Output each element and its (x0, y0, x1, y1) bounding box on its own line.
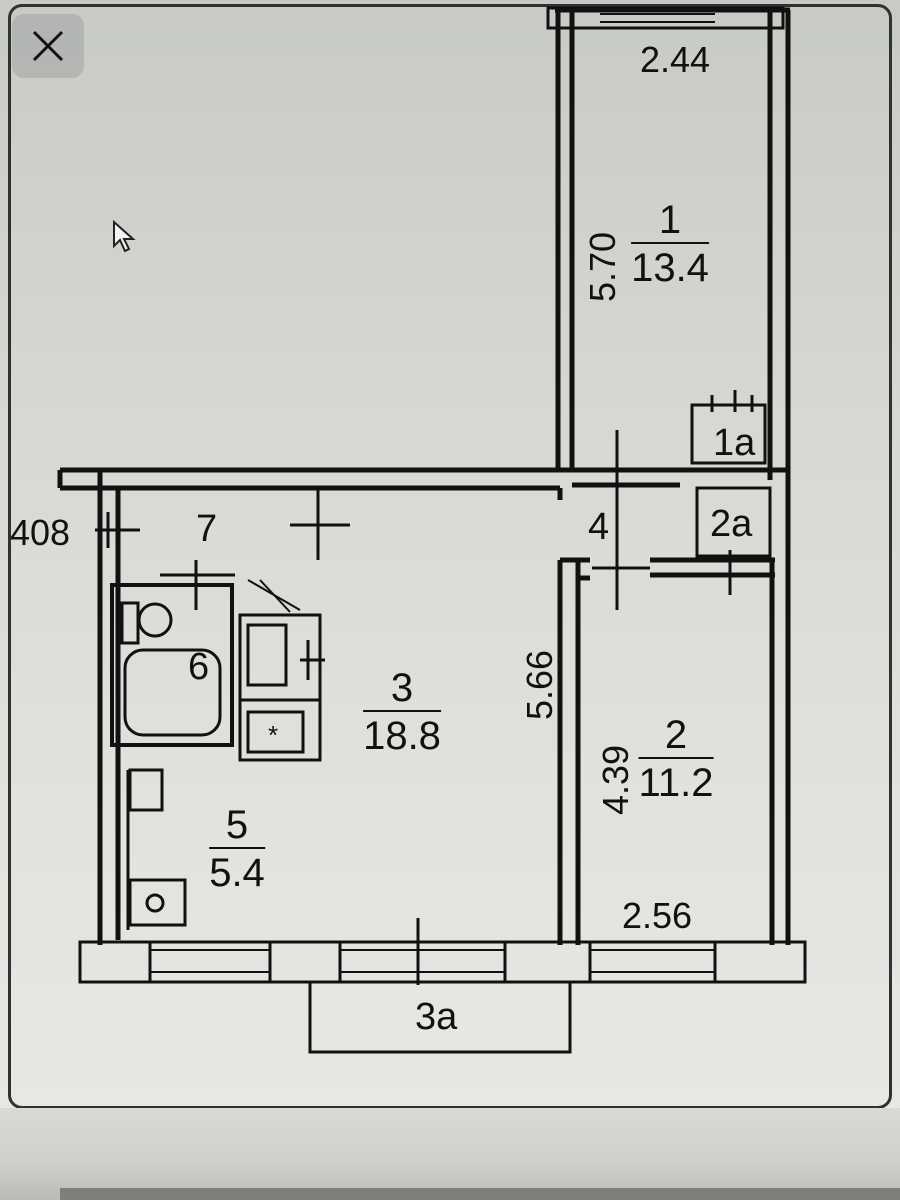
dim-left-edge: 408 (10, 512, 71, 553)
dim-room2-length: 4.39 (595, 744, 636, 815)
dim-room3-length: 5.66 (519, 649, 560, 720)
bathroom-6 (110, 583, 234, 747)
room-1-label: 1 13.4 (631, 198, 709, 290)
dim-room2-width: 2.56 (622, 895, 693, 936)
closet-2a (695, 486, 772, 558)
bathtub (123, 648, 222, 737)
top-window (546, 6, 785, 30)
monitor-frame (8, 4, 892, 1109)
cursor-arrow-icon (113, 220, 136, 253)
dim-room1-width: 2.44 (640, 39, 711, 80)
close-button[interactable] (12, 14, 84, 78)
close-icon (32, 30, 64, 62)
monitor-bezel (0, 1108, 900, 1200)
sink (137, 602, 173, 638)
room-4-label: 4 (588, 506, 610, 548)
wardrobe (238, 613, 322, 762)
room-6-label: 6 (188, 646, 210, 688)
bathroom-mark: * (268, 720, 279, 750)
room-2-label: 2 11.2 (638, 713, 714, 805)
dim-room1-length: 5.70 (582, 231, 623, 302)
room-2a-label: 2a (710, 503, 753, 545)
room-3a-label: 3a (415, 996, 458, 1038)
room-5-label: 5 5.4 (209, 803, 265, 895)
balcony-3a (308, 980, 572, 1054)
room-7-label: 7 (196, 508, 218, 550)
window-strip (78, 940, 807, 984)
room-3-label: 3 18.8 (363, 666, 441, 758)
kitchen-sink (128, 768, 164, 812)
room-1a-label: 1a (713, 422, 756, 464)
taskbar-strip (60, 1188, 900, 1200)
closet-1a (690, 403, 767, 465)
stove (128, 878, 187, 927)
